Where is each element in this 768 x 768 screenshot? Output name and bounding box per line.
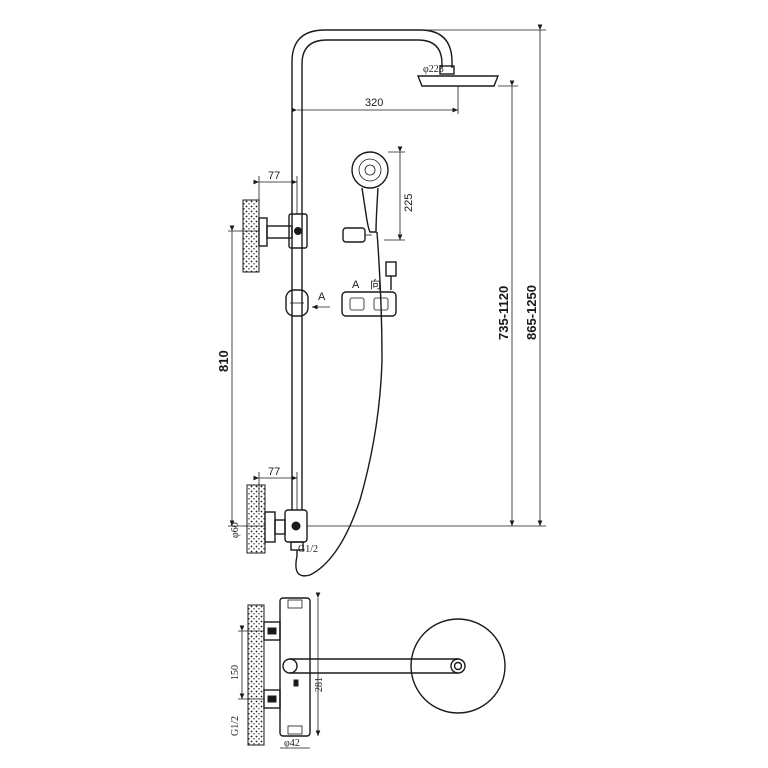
valve-depth-label: 281 — [314, 677, 325, 692]
inlet-spacing-label: 150 — [230, 665, 241, 680]
dimension-pipe-diameter: φ42 — [280, 738, 310, 749]
offset-top-label: 77 — [268, 170, 280, 182]
dimension-offset-top: 77 — [253, 170, 298, 218]
dimension-valve-depth: 281 — [314, 592, 325, 736]
offset-bottom-label: 77 — [268, 466, 280, 478]
plan-wall-section — [247, 604, 265, 746]
top-wall-bracket — [258, 213, 308, 249]
wall-section-top — [242, 199, 260, 273]
shower-arm — [291, 29, 453, 110]
rail-slider — [285, 289, 309, 317]
plan-pipe-diameter-label: φ42 — [284, 738, 300, 749]
rail-height-label: 735-1120 — [496, 286, 511, 340]
dimension-total-height: 865-1250 — [420, 24, 546, 527]
section-marker-label: A — [318, 291, 326, 303]
detail-subtitle: 向 — [370, 277, 381, 291]
detail-view-a: A 向 — [341, 261, 397, 317]
inlet-thread-label: G1/2 — [298, 544, 318, 555]
total-height-label: 865-1250 — [524, 285, 539, 340]
valve-diameter-label: φ60 — [230, 522, 241, 538]
plan-inlet-thread-label: G1/2 — [230, 716, 241, 736]
plan-view: 150 281 G1/2 φ42 — [230, 592, 506, 749]
mixer-valve-front — [264, 509, 308, 556]
head-diameter-label: φ225 — [423, 64, 444, 75]
mixer-valve-plan — [263, 597, 311, 737]
shower-head: φ225 — [416, 64, 500, 87]
shower-hose — [295, 231, 383, 577]
dimension-rail-height: 735-1120 — [307, 80, 518, 527]
front-elevation: φ225 320 77 A — [216, 24, 546, 577]
dimension-arm-320: 320 — [291, 86, 459, 114]
wall-section-bottom — [246, 484, 266, 554]
arm-length-label: 320 — [365, 97, 383, 109]
plan-shower-head — [410, 618, 506, 714]
dimension-hand-shower: 225 — [384, 146, 415, 241]
dimension-offset-bottom: 77 — [253, 466, 298, 512]
section-marker-a: A — [312, 291, 330, 310]
bracket-spacing-label: 810 — [216, 350, 231, 372]
detail-title: A — [352, 279, 360, 291]
dimension-inlet-spacing: 150 — [230, 625, 264, 700]
riser-pipe — [291, 110, 303, 510]
hand-shower-length-label: 225 — [403, 194, 415, 212]
dimension-bracket-spacing: 810 — [216, 225, 265, 527]
hand-shower — [342, 151, 389, 243]
